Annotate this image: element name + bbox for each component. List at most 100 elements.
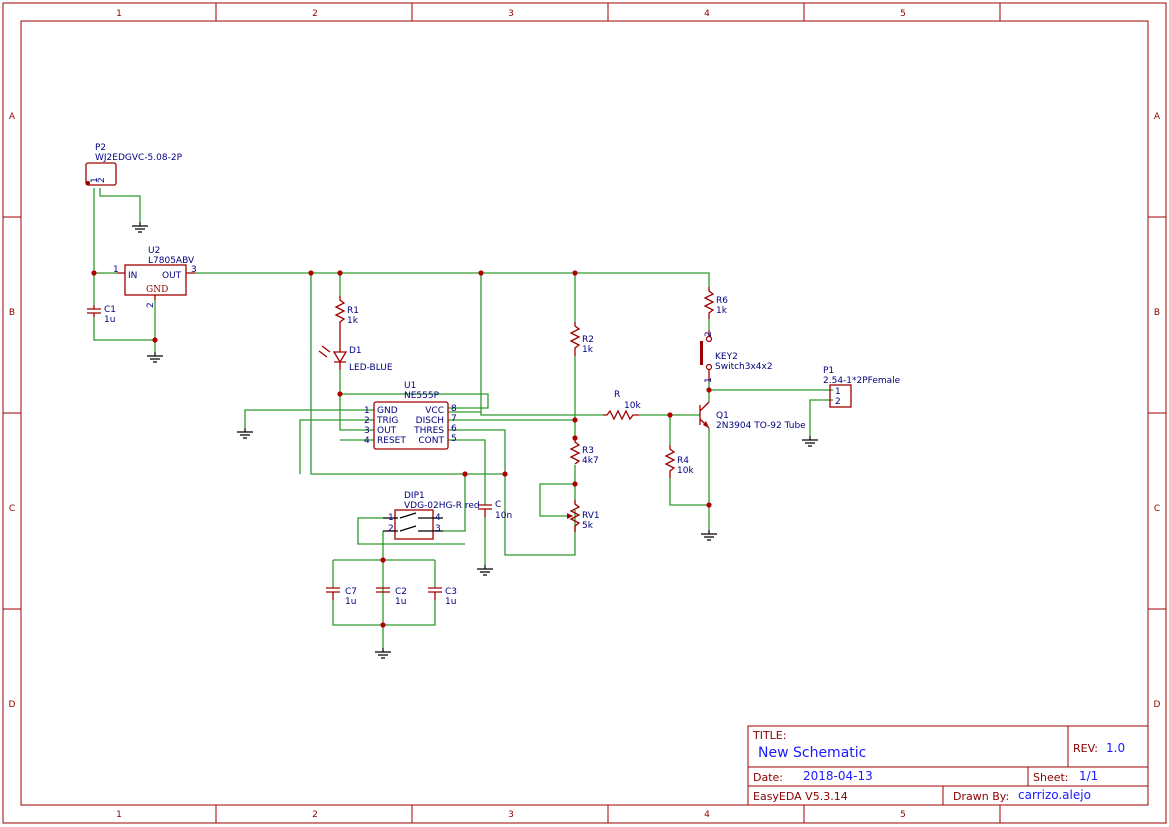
column-label: 3 <box>508 810 514 820</box>
u1-pin3-num: 3 <box>364 426 370 436</box>
key2-pin2: 2 <box>704 331 714 337</box>
connector-p2: P2 WJ2EDGVC-5.08-2P 1 2 <box>85 143 183 186</box>
u1-pin4-name: RESET <box>377 436 406 446</box>
rev-key: REV: <box>1073 742 1098 755</box>
c1-value: 1u <box>104 315 115 325</box>
p2-ref: P2 <box>95 143 106 153</box>
ground-icon <box>147 352 163 363</box>
u1-pin6-num: 6 <box>451 424 457 434</box>
row-label: C <box>1154 504 1160 514</box>
capacitor-c1: C1 1u <box>87 305 116 325</box>
ground-icon <box>701 530 717 541</box>
c-value: 10n <box>495 511 512 521</box>
column-label: 3 <box>508 9 514 19</box>
d1-ref: D1 <box>349 346 362 356</box>
c1-ref: C1 <box>104 305 116 315</box>
drawn-by-key: Drawn By: <box>953 790 1009 803</box>
c3-ref: C3 <box>445 587 457 597</box>
d1-value: LED-BLUE <box>349 363 393 373</box>
r2-ref: R2 <box>582 335 594 345</box>
u2-value: L7805ABV <box>148 256 195 266</box>
r6-value: 1k <box>716 306 728 316</box>
c-ref: C <box>495 500 501 510</box>
row-label: D <box>9 700 16 710</box>
u1-pin1-name: GND <box>377 406 398 416</box>
r-value: 10k <box>624 401 641 411</box>
u1-pin4-num: 4 <box>364 436 370 446</box>
resistor-r4: R4 10k <box>664 445 694 478</box>
row-label: D <box>1154 700 1161 710</box>
r2-value: 1k <box>582 345 594 355</box>
date-value: 2018-04-13 <box>803 769 873 783</box>
c7-value: 1u <box>345 597 356 607</box>
q1-value: 2N3904 TO-92 Tube <box>716 421 806 431</box>
ground-icon <box>132 222 148 233</box>
u1-pin3-name: OUT <box>377 426 397 436</box>
transistor-q1: Q1 2N3904 TO-92 Tube <box>699 401 806 431</box>
u1-pin7-num: 7 <box>451 414 457 424</box>
p1-value: 2.54-1*2PFemale <box>823 376 901 386</box>
resistor-r2: R2 1k <box>569 322 594 356</box>
r3-value: 4k7 <box>582 456 599 466</box>
sheet-key: Sheet: <box>1033 771 1069 784</box>
junctions <box>91 270 712 628</box>
pushbutton-key2: 2 1 KEY2 Switch3x4x2 <box>700 330 773 383</box>
u1-pin7-name: DISCH <box>416 416 444 426</box>
u2-pin2: 2 <box>146 302 156 308</box>
r6-ref: R6 <box>716 296 728 306</box>
column-label: 5 <box>900 810 906 820</box>
row-label: B <box>1154 308 1160 318</box>
r1-ref: R1 <box>347 306 359 316</box>
key2-value: Switch3x4x2 <box>715 362 773 372</box>
u1-ref: U1 <box>404 381 416 391</box>
regulator-u2: U2 L7805ABV IN OUT GND 1 3 2 <box>113 246 197 308</box>
title-key: TITLE: <box>752 729 786 742</box>
dip1-ref: DIP1 <box>404 491 425 501</box>
row-label: A <box>9 112 16 122</box>
resistor-r: R 10k <box>603 390 641 421</box>
tool-version: EasyEDA V5.3.14 <box>753 790 848 803</box>
column-label: 1 <box>116 9 122 19</box>
row-label: B <box>9 308 15 318</box>
wires <box>93 188 833 648</box>
u2-out-label: OUT <box>162 271 182 281</box>
dip-switch-dip1: DIP1 VDG-02HG-R red 1 2 4 3 <box>383 491 480 540</box>
u1-pin1-num: 1 <box>364 406 370 416</box>
column-label: 4 <box>704 810 710 820</box>
dip1-pin1: 1 <box>388 513 394 523</box>
rv1-value: 5k <box>582 521 594 531</box>
schematic-title: New Schematic <box>758 745 866 761</box>
column-ticks <box>215 3 1001 823</box>
u1-pin8-name: VCC <box>425 406 444 416</box>
column-label: 2 <box>312 9 318 19</box>
p2-pin1: 1 <box>90 177 100 183</box>
u2-gnd-label: GND <box>146 285 168 295</box>
c2-value: 1u <box>395 597 406 607</box>
u1-pin2-num: 2 <box>364 416 370 426</box>
led-d1: D1 LED-BLUE <box>318 326 393 373</box>
ground-icon <box>802 436 818 447</box>
key2-pin1: 1 <box>704 377 714 383</box>
ground-icon <box>477 565 493 576</box>
u2-ref: U2 <box>148 246 160 256</box>
capacitor-c2: C2 1u <box>376 587 407 607</box>
column-label: 4 <box>704 9 710 19</box>
u1-pin6-name: THRES <box>413 426 444 436</box>
capacitor-c: C 10n <box>478 500 512 521</box>
ground-symbols <box>132 222 818 659</box>
resistor-r3: R3 4k7 <box>569 438 599 466</box>
title-block: TITLE: New Schematic REV: 1.0 Date: 2018… <box>747 725 1149 806</box>
potentiometer-rv1: RV1 5k <box>567 500 600 532</box>
dip1-pin3: 3 <box>435 524 441 534</box>
connector-p1: P1 2.54-1*2PFemale 1 2 <box>823 366 901 408</box>
key2-ref: KEY2 <box>715 352 738 362</box>
u2-pin3: 3 <box>191 265 197 275</box>
ground-icon <box>375 648 391 659</box>
capacitor-c7: C7 1u <box>326 587 357 607</box>
capacitor-c3: C3 1u <box>428 587 457 607</box>
resistor-r1: R1 1k <box>334 296 359 326</box>
u1-pin5-num: 5 <box>451 434 457 444</box>
ground-icon <box>237 428 253 439</box>
